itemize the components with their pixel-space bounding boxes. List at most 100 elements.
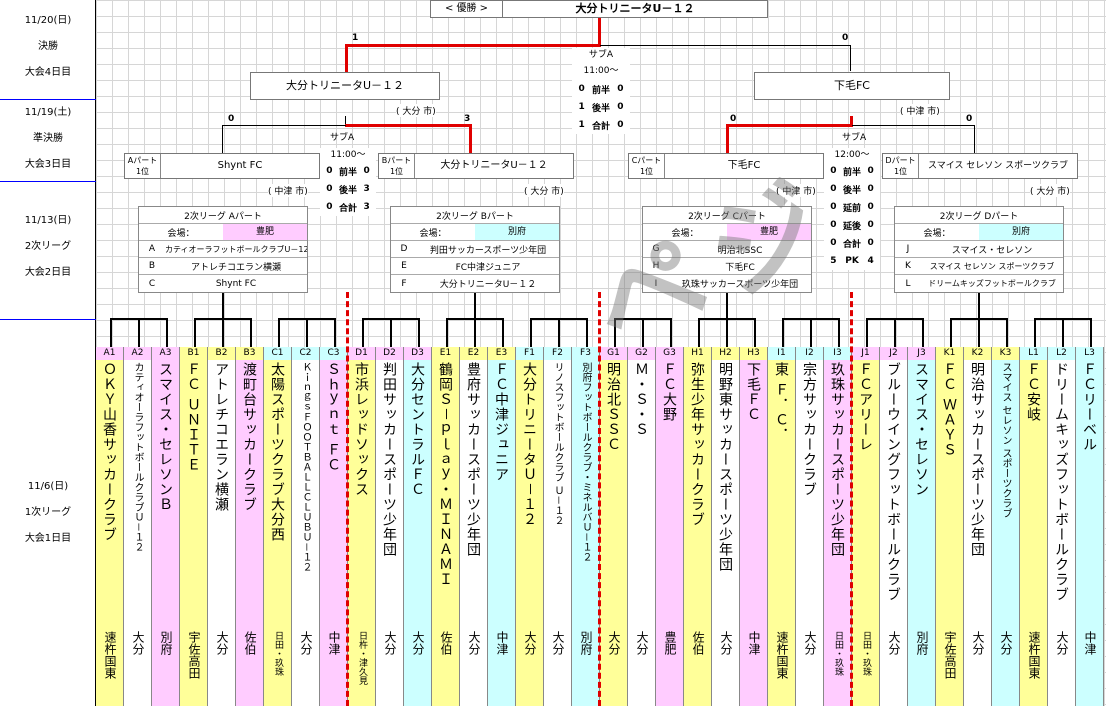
connector-line xyxy=(1006,320,1008,347)
connector-line xyxy=(110,318,168,320)
connector-line xyxy=(362,320,364,347)
team-area: 大分 xyxy=(208,627,236,706)
connector-line xyxy=(950,318,1008,320)
connector-line xyxy=(278,320,280,347)
day-round: 決勝 xyxy=(38,41,58,52)
final-line-left xyxy=(345,44,601,47)
connector-line xyxy=(698,320,700,347)
team-area: 速杵国東 xyxy=(1020,627,1048,706)
connector-line xyxy=(698,318,756,320)
team-name: 下毛FC xyxy=(727,160,761,171)
column-code: L3 xyxy=(1076,347,1104,360)
semi-right-d-score: 0 xyxy=(966,114,973,124)
column-code: G3 xyxy=(656,347,684,360)
connector-line xyxy=(838,320,840,347)
team-name: Ｍ・Ｓ・Ｓ xyxy=(628,360,656,627)
league-title: 2次リーグ Cパート xyxy=(643,207,811,224)
column-code: E3 xyxy=(488,347,516,360)
team-area: 大分 xyxy=(1048,627,1076,706)
column-code: F1 xyxy=(516,347,544,360)
connector-line xyxy=(1034,320,1036,347)
team-area: 大分 xyxy=(124,627,152,706)
separator-ab-cd xyxy=(346,292,349,706)
connector-line xyxy=(250,320,252,347)
column-code: C3 xyxy=(320,347,348,360)
final-left-team: 大分トリニータU－１２ xyxy=(250,72,440,100)
column-code: E1 xyxy=(432,347,460,360)
team-name: 大分トリニータU－１２ xyxy=(440,160,548,171)
semi-right-line-horiz xyxy=(726,124,853,127)
final-line-right-down xyxy=(850,45,851,71)
connector-line xyxy=(138,320,140,347)
league-venue: 会場：豊肥 xyxy=(643,224,811,241)
day-second-league: 11/13(日) 2次リーグ 大会2日目 xyxy=(0,208,96,320)
connector-line xyxy=(754,320,756,347)
team-name: リノスフットボールクラブ Ｕ－１２ xyxy=(544,360,572,627)
team-area: 大分 xyxy=(376,627,404,706)
semi-right-venue: サブA xyxy=(842,133,867,143)
connector-line xyxy=(390,320,392,347)
team-name: カティオーラフットボールクラブＵ－１２ xyxy=(124,360,152,627)
team-name: ＦＣアリーレ xyxy=(852,360,880,627)
team-area: 別府 xyxy=(908,627,936,706)
connector-line xyxy=(782,320,784,347)
connector-line xyxy=(166,320,168,347)
semi-a-city: ( 中津 市) xyxy=(268,184,308,197)
team-area: 中津 xyxy=(488,627,516,706)
connector-line xyxy=(670,320,672,347)
team-area: 豊肥 xyxy=(656,627,684,706)
column-code: F3 xyxy=(572,347,600,360)
column-code: D3 xyxy=(404,347,432,360)
team-area: 佐伯 xyxy=(432,627,460,706)
separator-gh-jl xyxy=(850,292,853,706)
column-code: G1 xyxy=(600,347,628,360)
team-name: 大分トリニータU－１２ xyxy=(285,79,405,92)
final-left-score: 1 xyxy=(352,33,359,43)
team-name: Ｓｈｙｎｔ ＦＣ xyxy=(320,360,348,627)
venue-value: 別府 xyxy=(979,224,1063,240)
connector-line xyxy=(950,320,952,347)
final-line-left-down xyxy=(345,44,348,72)
rank-label: Aパート 1位 xyxy=(125,154,161,178)
final-time: 11:00～ xyxy=(583,66,619,76)
column-code: I2 xyxy=(796,347,824,360)
column-code: K1 xyxy=(936,347,964,360)
team-area: 大分 xyxy=(628,627,656,706)
connector-line xyxy=(642,320,644,347)
champion-box: < 優勝 > 大分トリニータU－１２ xyxy=(430,0,768,18)
team-area: 宇佐高田 xyxy=(180,627,208,706)
team-name: アトレチコエラン横瀬 xyxy=(208,360,236,627)
date-column: 11/20(日) 決勝 大会4日目 11/19(土) 準決勝 大会3日目 11/… xyxy=(0,0,96,706)
semi-d-team: Dパート 1位 スマイス セレソン スポーツクラブ xyxy=(882,153,1078,179)
team-area: 大分 xyxy=(516,627,544,706)
league-title-text: 2次リーグ Cパート xyxy=(688,211,766,222)
connector-line xyxy=(194,318,252,320)
semi-left-line-horiz-red xyxy=(345,124,472,127)
team-name: 別府フットボールクラブ・ミネルバＵ－１２ xyxy=(572,360,600,627)
final-line-top xyxy=(598,18,601,46)
league-venue: 会場：豊肥 xyxy=(139,224,307,241)
team-name: 弥生少年サッカークラブ xyxy=(684,360,712,627)
team-name: 玖珠サッカースポーツ少年団 xyxy=(824,360,852,627)
team-area: 速杵国東 xyxy=(96,627,124,706)
final-right-score: 0 xyxy=(842,33,849,43)
semi-left-line-down-a xyxy=(222,125,223,153)
connector-line xyxy=(866,320,868,347)
team-area: 中津 xyxy=(1076,627,1104,706)
column-code: J2 xyxy=(880,347,908,360)
team-area: 佐伯 xyxy=(236,627,264,706)
team-area: 大分 xyxy=(292,627,320,706)
team-area: 大分 xyxy=(600,627,628,706)
